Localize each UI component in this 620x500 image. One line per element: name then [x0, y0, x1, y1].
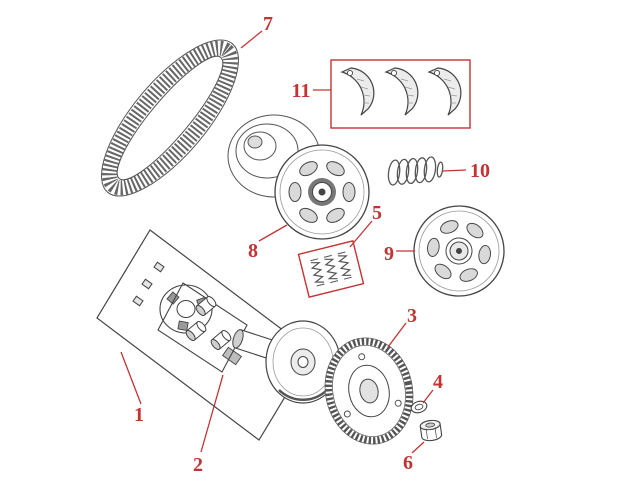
clutch-spring [387, 156, 444, 186]
part-label-2: 2 [193, 454, 203, 476]
part-label-8: 8 [248, 240, 258, 262]
kit-box-2 [157, 282, 248, 373]
part-label-11: 11 [292, 80, 311, 102]
callout-box-11 [330, 59, 471, 129]
leader-5 [349, 220, 373, 248]
part-label-10: 10 [470, 160, 490, 182]
clutch-shoe [385, 67, 419, 116]
part-label-9: 9 [384, 243, 394, 265]
slide-spring [336, 251, 353, 280]
leader-2 [200, 374, 224, 453]
leader-3 [387, 322, 407, 348]
part-label-1: 1 [134, 404, 144, 426]
leader-8 [258, 224, 288, 242]
part-label-7: 7 [263, 13, 273, 35]
leader-10 [442, 169, 467, 172]
cam-plate [159, 284, 213, 334]
clutch-disc [413, 205, 505, 297]
clutch-shoe [428, 67, 462, 116]
kit-box-1 [96, 229, 313, 441]
lock-nut [419, 419, 443, 442]
clip-set [132, 261, 165, 307]
callout-leader-lines [120, 30, 467, 454]
clutch-shoe-kit [330, 59, 471, 129]
spring-kit [297, 240, 365, 298]
variator-kit [96, 229, 313, 441]
clutch-shoe [341, 67, 375, 116]
callout-box-5 [297, 240, 365, 298]
leader-4 [422, 389, 434, 404]
part-label-3: 3 [407, 305, 417, 327]
part-label-6: 6 [403, 452, 413, 474]
washer [410, 400, 428, 414]
leader-7 [240, 30, 263, 49]
leader-1 [120, 351, 142, 405]
slide-spring [309, 258, 326, 287]
part-label-4: 4 [433, 371, 443, 393]
slide-spring [323, 254, 339, 284]
starter-ring-gear [324, 337, 414, 445]
part-label-5: 5 [372, 202, 382, 224]
drive-belt [101, 39, 239, 197]
driven-pulley-cone [227, 114, 321, 198]
slide-piece [221, 346, 243, 366]
roller-kit [157, 282, 248, 373]
part-number-labels: 7 11 10 8 5 9 1 2 3 4 6 [134, 13, 490, 476]
leader-6 [411, 441, 425, 454]
driven-pulley-face [274, 144, 370, 240]
